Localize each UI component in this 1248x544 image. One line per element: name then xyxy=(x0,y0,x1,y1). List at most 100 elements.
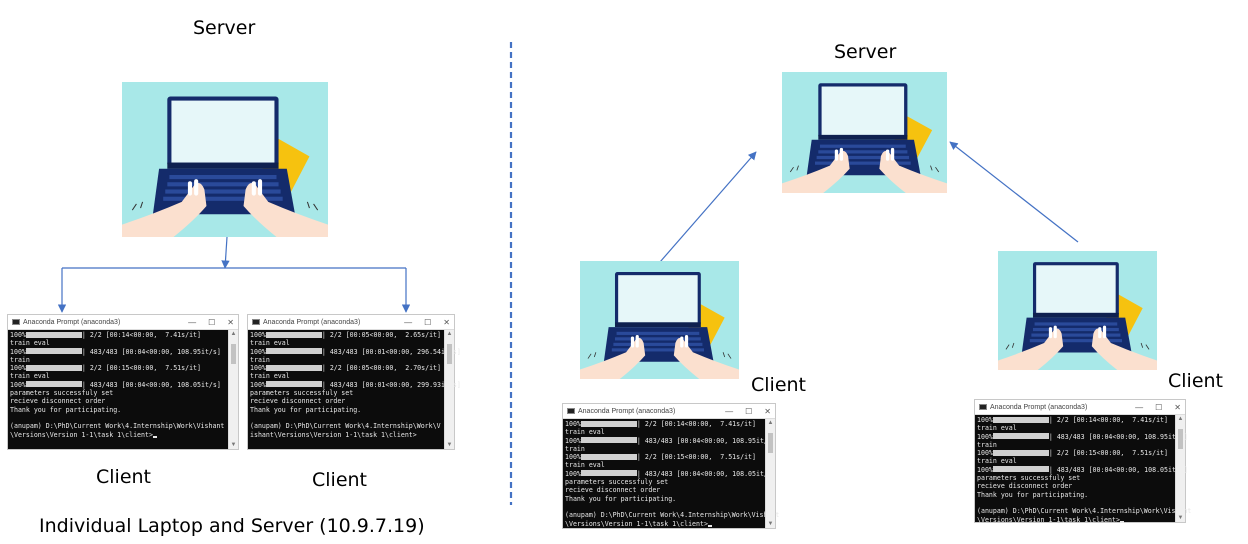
scroll-down-icon[interactable]: ▼ xyxy=(767,521,774,527)
terminal-scrollbar[interactable]: ▲▼ xyxy=(1175,415,1185,522)
terminal-line-text: 100% xyxy=(565,453,581,462)
progress-bar xyxy=(25,331,82,338)
terminal-line: 100%| 483/483 [00:04<00:00, 108.95it/s] xyxy=(565,436,776,445)
progress-bar xyxy=(580,470,637,477)
maximize-button[interactable]: ☐ xyxy=(745,406,753,416)
close-button[interactable]: ✕ xyxy=(443,317,450,327)
scrollbar-thumb[interactable] xyxy=(768,433,773,453)
minimize-button[interactable]: — xyxy=(1135,402,1144,412)
scroll-down-icon[interactable]: ▼ xyxy=(446,442,453,448)
progress-bar xyxy=(265,364,322,371)
terminal-line-stats: | 2/2 [00:15<00:00, 7.51s/it] xyxy=(636,453,756,462)
scrollbar-thumb[interactable] xyxy=(447,344,452,364)
terminal-line-text: ishant\Versions\Version 1-1\task 1\clien… xyxy=(250,430,417,439)
terminal-line-text: recieve disconnect order xyxy=(10,397,106,406)
scrollbar-thumb[interactable] xyxy=(1178,429,1183,449)
terminal-title: Anaconda Prompt (anaconda3) xyxy=(23,318,121,326)
scroll-up-icon[interactable]: ▲ xyxy=(767,420,774,426)
laptop-icon xyxy=(580,261,739,379)
progress-bar xyxy=(25,364,82,371)
terminal-line-text: 100% xyxy=(250,347,266,356)
terminal-line: \Versions\Version 1-1\task 1\client> xyxy=(565,520,764,528)
terminal-scrollbar[interactable]: ▲▼ xyxy=(228,330,238,449)
terminal-line xyxy=(250,414,443,422)
terminal-scrollbar[interactable]: ▲▼ xyxy=(444,330,454,449)
terminal-line-text: 100% xyxy=(10,331,26,339)
terminal-title-bar[interactable]: Anaconda Prompt (anaconda3)—☐✕ xyxy=(248,315,454,330)
terminal-line: 100%| 483/483 [00:04<00:00, 108.95it/s] xyxy=(10,348,227,356)
terminal-line-stats: | 2/2 [00:05<00:00, 2.70s/it] xyxy=(321,364,441,373)
scroll-up-icon[interactable]: ▲ xyxy=(1177,416,1184,422)
terminal-line-text: 100% xyxy=(565,420,581,428)
terminal-line-text: train eval xyxy=(565,461,605,470)
terminal-icon xyxy=(12,319,20,325)
terminal-cursor xyxy=(152,435,157,438)
terminal-line-stats: | 2/2 [00:14<00:00, 7.41s/it] xyxy=(1048,416,1168,424)
terminal-line-text: (anupam) D:\PhD\Current Work\4.Internshi… xyxy=(565,511,780,520)
terminal-line: recieve disconnect order xyxy=(250,397,443,405)
scroll-down-icon[interactable]: ▼ xyxy=(1177,515,1184,521)
terminal-title-bar[interactable]: Anaconda Prompt (anaconda3) — ☐ ✕ xyxy=(8,315,238,330)
terminal-line-stats: | 2/2 [00:15<00:00, 7.51s/it] xyxy=(1048,449,1168,458)
terminal-title-bar[interactable]: Anaconda Prompt (anaconda3)—☐✕ xyxy=(975,400,1185,415)
terminal-scrollbar[interactable]: ▲▼ xyxy=(765,419,775,528)
right-server-laptop-illustration xyxy=(782,72,947,193)
terminal-line: (anupam) D:\PhD\Current Work\4.Internshi… xyxy=(977,507,1191,515)
terminal-line-text: train xyxy=(250,355,270,364)
close-button[interactable]: ✕ xyxy=(227,317,234,327)
terminal-line: train eval xyxy=(977,424,1174,432)
left-client-2-label: Client xyxy=(312,469,368,491)
terminal-output: 100%| 2/2 [00:14<00:00, 7.41s/it]train e… xyxy=(8,330,229,449)
terminal-line-text: train eval xyxy=(10,339,50,348)
terminal-line: 100%| 2/2 [00:14<00:00, 7.41s/it] xyxy=(10,331,227,339)
terminal-line-text: recieve disconnect order xyxy=(250,397,346,406)
terminal-line-text: train xyxy=(565,444,585,453)
minimize-button[interactable]: — xyxy=(725,406,734,416)
terminal-line: 100%| 2/2 [00:05<00:00, 2.70s/it] xyxy=(250,364,443,372)
progress-bar xyxy=(265,331,322,338)
scrollbar-thumb[interactable] xyxy=(231,344,236,364)
right-client-1-laptop-illustration xyxy=(580,261,739,379)
terminal-title-bar[interactable]: Anaconda Prompt (anaconda3)—☐✕ xyxy=(563,404,775,419)
terminal-line-text: train eval xyxy=(250,372,290,381)
terminal-line-text: 100% xyxy=(565,436,581,445)
terminal-line-text xyxy=(10,414,14,422)
terminal-line: train eval xyxy=(977,457,1174,465)
terminal-line-stats: | 2/2 [00:05<00:00, 2.65s/it] xyxy=(321,331,441,339)
terminal-line: parameters successfuly set xyxy=(10,389,227,397)
scroll-up-icon[interactable]: ▲ xyxy=(446,331,453,337)
maximize-button[interactable]: ☐ xyxy=(208,317,216,327)
terminal-line: 100% | 2/2 [00:15<00:00, 7.51s/it] xyxy=(565,453,764,461)
terminal-line-text: train eval xyxy=(977,457,1017,466)
terminal-icon xyxy=(979,404,987,410)
scroll-up-icon[interactable]: ▲ xyxy=(230,331,237,337)
terminal-line: train eval xyxy=(10,339,227,347)
terminal-line-text: 100% xyxy=(250,380,266,389)
maximize-button[interactable]: ☐ xyxy=(424,317,432,327)
minimize-button[interactable]: — xyxy=(404,317,413,327)
terminal-line: parameters successfuly set xyxy=(565,478,764,486)
terminal-line: recieve disconnect order xyxy=(977,482,1174,490)
scroll-down-icon[interactable]: ▼ xyxy=(230,442,237,448)
terminal-line: 100% | 483/483 [00:01<00:00, 296.54it/s] xyxy=(250,347,461,356)
terminal-line-text xyxy=(250,414,254,422)
maximize-button[interactable]: ☐ xyxy=(1155,402,1163,412)
terminal-cursor xyxy=(707,524,712,527)
terminal-line-stats: | 2/2 [00:14<00:00, 7.41s/it] xyxy=(636,420,756,428)
close-button[interactable]: ✕ xyxy=(764,406,771,416)
progress-bar xyxy=(580,453,637,460)
right-client-2-terminal-window: Anaconda Prompt (anaconda3)—☐✕ 100%| 2/2… xyxy=(974,399,1191,524)
left-server-laptop-illustration xyxy=(122,82,328,237)
minimize-button[interactable]: — xyxy=(188,317,197,327)
right-client-1-label: Client xyxy=(751,374,807,396)
terminal-line-stats: | 483/483 [00:01<00:00, 296.54it/s] xyxy=(321,347,461,356)
terminal-line: 100%| 2/2 [00:15<00:00, 7.51s/it] xyxy=(10,364,227,372)
terminal-line: train xyxy=(565,445,764,453)
close-button[interactable]: ✕ xyxy=(1174,402,1181,412)
terminal-line-text: parameters successfuly set xyxy=(250,389,354,398)
progress-bar xyxy=(580,420,637,427)
left-client-2-terminal-window: Anaconda Prompt (anaconda3)—☐✕ 100%| 2/2… xyxy=(247,314,461,450)
terminal-line: parameters successfuly set xyxy=(250,389,443,397)
terminal-line: train xyxy=(10,356,227,364)
terminal-line: (anupam) D:\PhD\Current Work\4.Internshi… xyxy=(250,422,443,430)
